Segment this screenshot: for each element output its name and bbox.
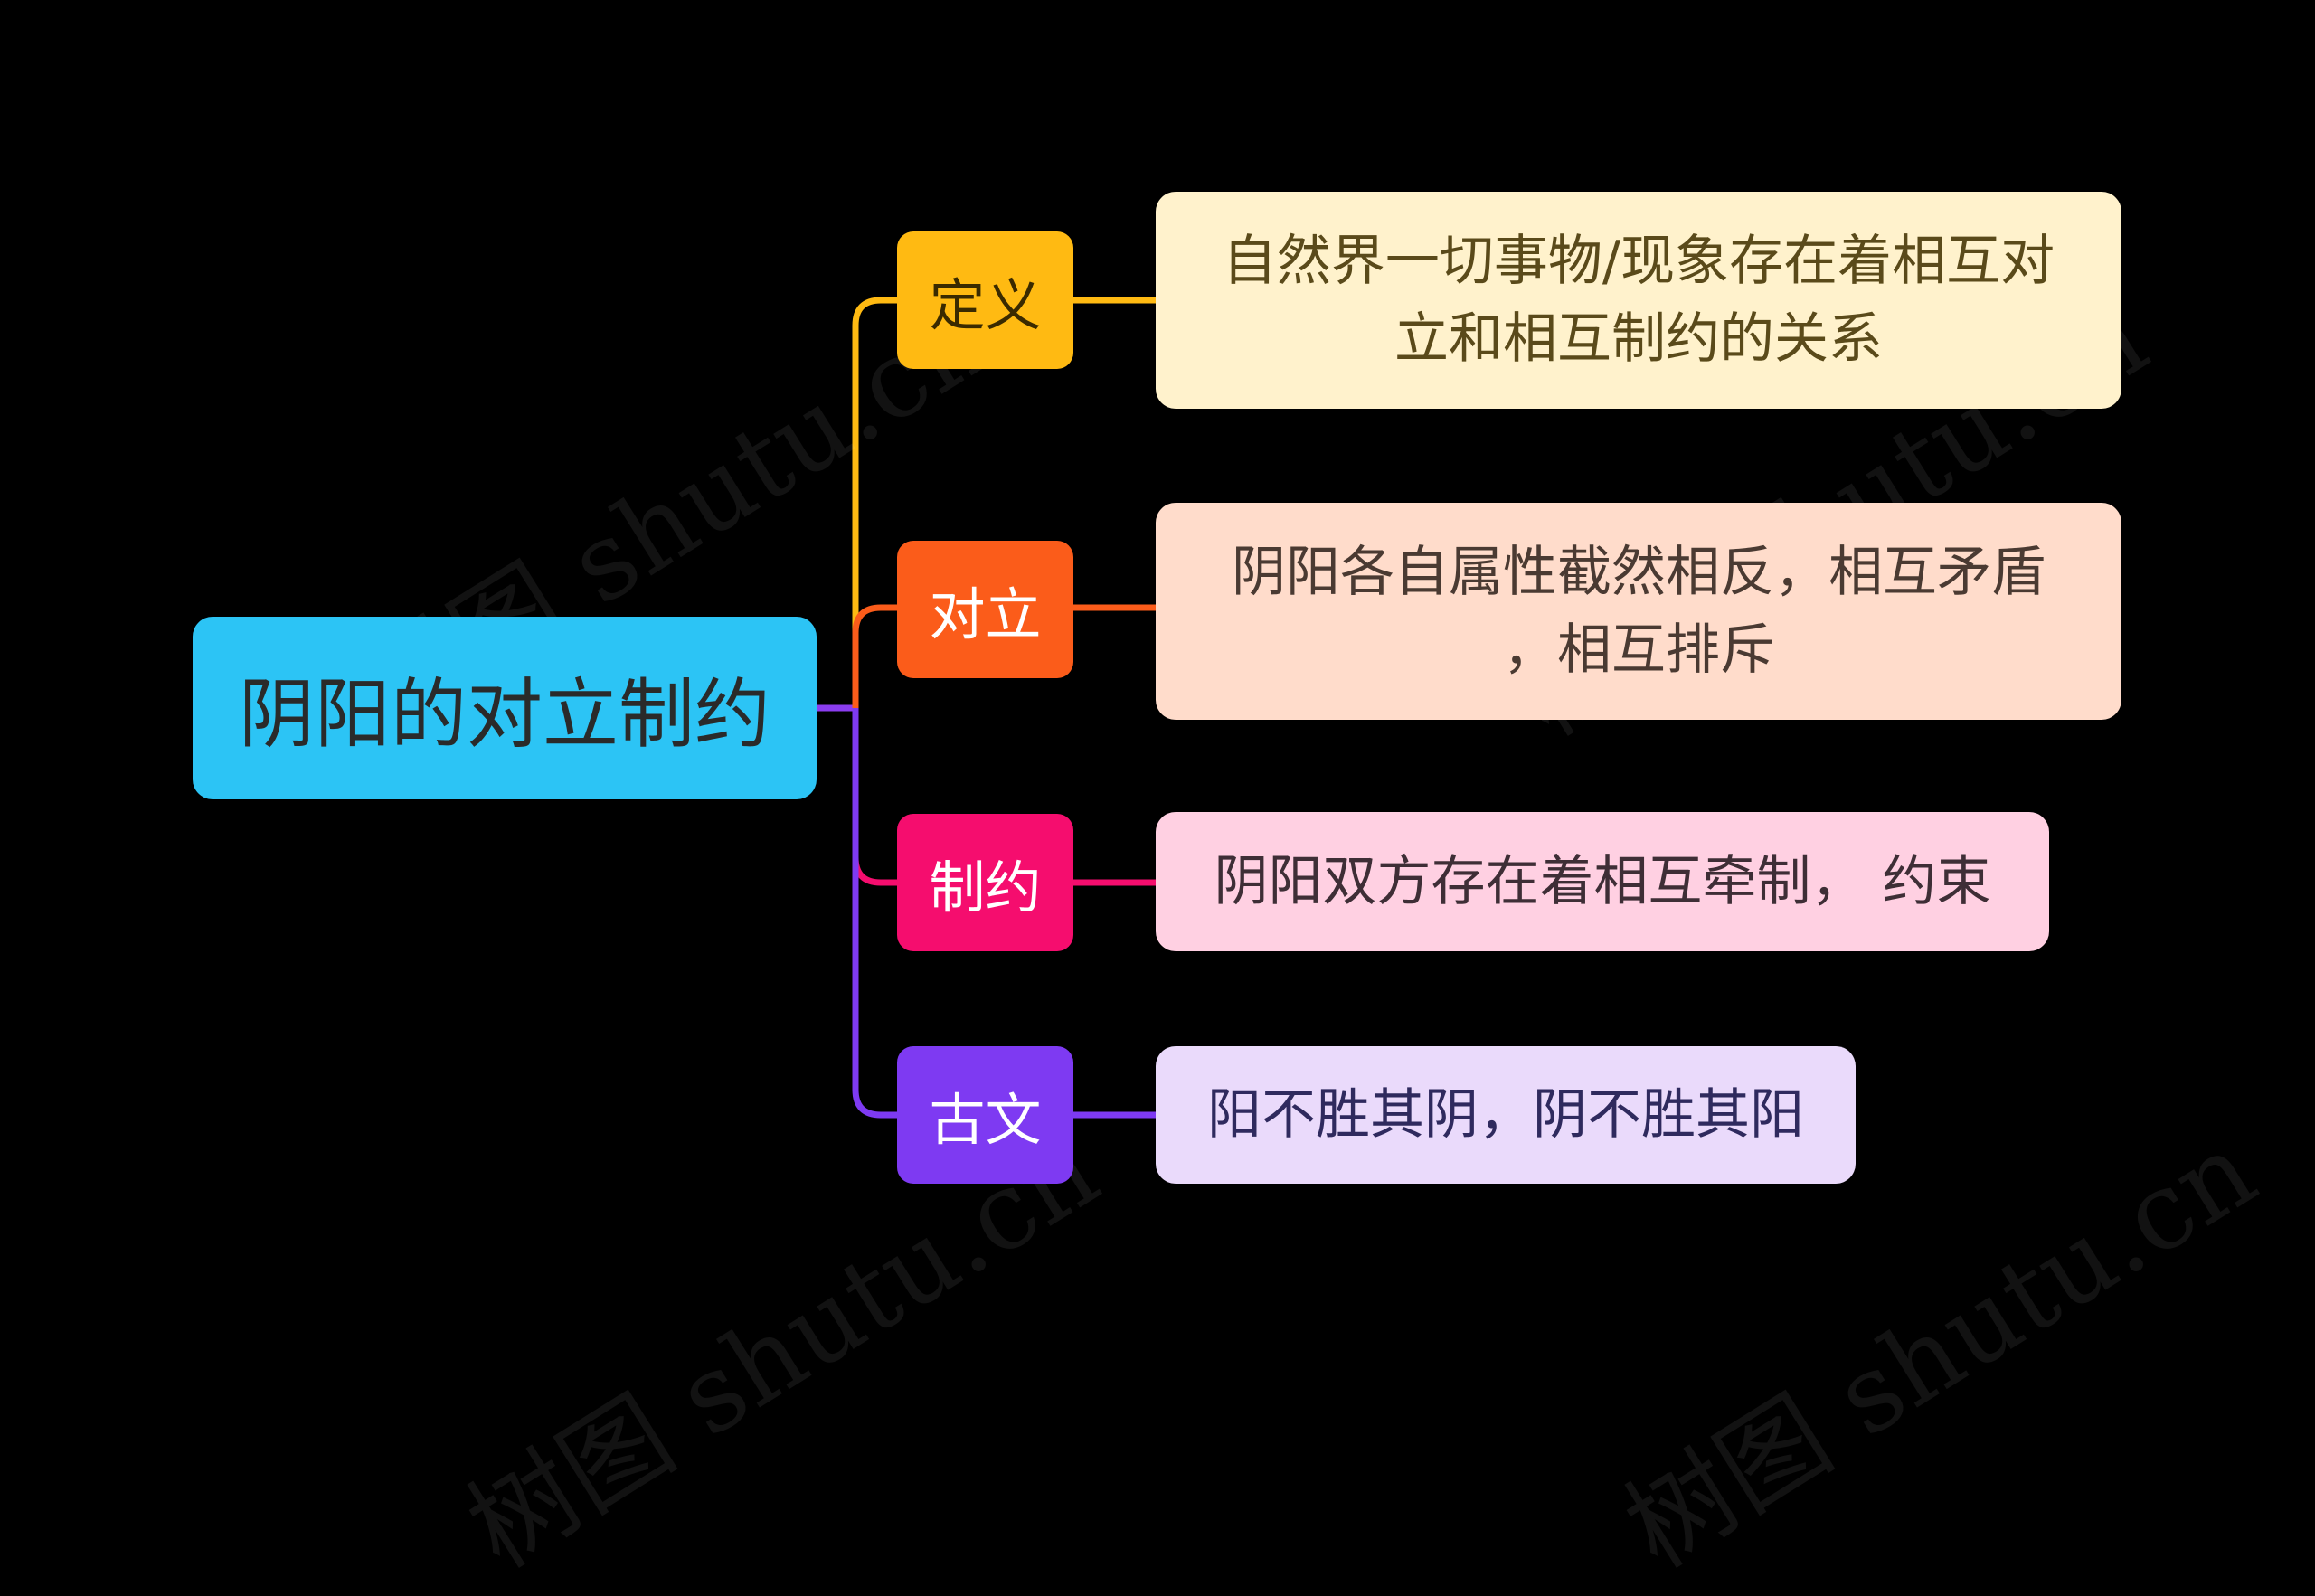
leaf-text-line: 自然界一切事物/现象存在着相互对 [1222, 230, 2055, 293]
branch-definition[interactable]: 定义 [897, 231, 1073, 369]
connector-restriction [852, 708, 897, 886]
connector-definition [852, 297, 897, 708]
root-topic-label: 阴阳的对立制约 [238, 669, 770, 759]
leaf-text-line: 阳不胜其阴，阴不胜其阳 [1207, 1083, 1804, 1147]
branch-label: 对立 [929, 581, 1042, 647]
branch-ancient[interactable]: 古文 [897, 1046, 1073, 1184]
branch-label: 定义 [929, 272, 1042, 338]
branch-restriction[interactable]: 制约 [897, 814, 1073, 951]
connector-ancient [852, 708, 897, 1119]
leaf-text-line: ，相互排斥 [1503, 619, 1774, 682]
leaf-text-line: 阴阳各自属性截然相反，相互矛盾 [1232, 541, 2046, 604]
leaf-ancient[interactable]: 阳不胜其阴，阴不胜其阳 [1156, 1046, 1856, 1184]
connector-opposition [852, 604, 897, 708]
leaf-restriction[interactable]: 阴阳双方存在着相互牵制， 约束 [1156, 812, 2049, 951]
leaf-definition[interactable]: 自然界一切事物/现象存在着相互对 立和相互制约的关系 [1156, 192, 2121, 409]
leaf-opposition[interactable]: 阴阳各自属性截然相反，相互矛盾 ，相互排斥 [1156, 503, 2121, 720]
branch-opposition[interactable]: 对立 [897, 541, 1073, 678]
root-topic[interactable]: 阴阳的对立制约 [193, 617, 817, 799]
connector-lines [817, 297, 1156, 1119]
leaf-text-line: 立和相互制约的关系 [1394, 307, 1883, 371]
leaf-text-line: 阴阳双方存在着相互牵制， 约束 [1214, 850, 1991, 913]
branch-label: 制约 [929, 855, 1042, 921]
branch-label: 古文 [929, 1087, 1042, 1153]
